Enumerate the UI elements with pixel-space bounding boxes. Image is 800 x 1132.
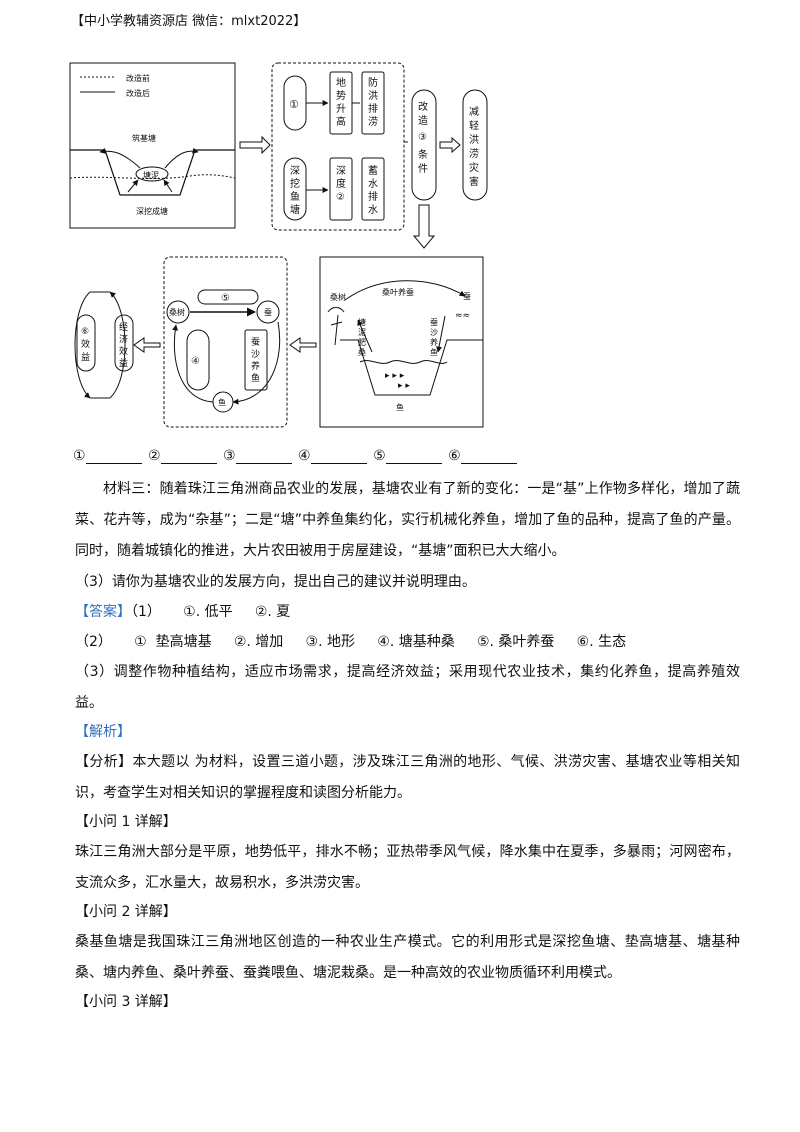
- blank-4[interactable]: [310, 449, 367, 464]
- cycle-sand: 蚕沙养鱼: [251, 337, 260, 384]
- q3-heading: 【小问 3 详解】: [75, 994, 177, 1010]
- blank-3[interactable]: [235, 449, 292, 464]
- blank-label-3: ③: [223, 448, 236, 464]
- circle-4: ④: [191, 356, 200, 367]
- answer-1: （1） ①. 低平 ②. 夏: [131, 604, 291, 620]
- label-silkworm: 蚕: [463, 292, 471, 301]
- legend-before: 改造前: [126, 73, 150, 83]
- cross-section-panel: [69, 62, 236, 229]
- blank-6[interactable]: [460, 449, 517, 464]
- blank-5[interactable]: [385, 449, 442, 464]
- result-box: [462, 89, 488, 201]
- blank-label-5: ⑤: [373, 448, 386, 464]
- q2-text: 桑基鱼塘是我国珠江三角洲地区创造的一种农业生产模式。它的利用形式是深挖鱼塘、垫高…: [75, 934, 740, 981]
- answer-1-line: 【答案】（1） ①. 低平 ②. 夏: [75, 597, 740, 628]
- benefit-econ: 经济效益: [119, 321, 128, 369]
- label-store: 蓄水排水: [368, 165, 378, 216]
- label-sand: 蚕沙养鱼: [430, 318, 438, 357]
- svg-text:▸ ▸: ▸ ▸: [398, 381, 410, 391]
- circle-1: ①: [289, 98, 299, 111]
- blank-label-6: ⑥: [448, 448, 461, 464]
- label-dig: 深挖鱼塘: [290, 165, 300, 216]
- improve-box: [411, 89, 437, 201]
- label-fish: 鱼: [396, 402, 404, 412]
- circle-5: ⑤: [221, 293, 230, 304]
- label-zhujitang: 筑基塘: [132, 133, 156, 143]
- answer-label: 【答案】: [75, 604, 131, 620]
- label-tangni: 塘泥: [143, 170, 159, 180]
- measures-box: [271, 62, 405, 231]
- q1-heading: 【小问 1 详解】: [75, 814, 177, 830]
- svg-text:▸ ▸ ▸: ▸ ▸ ▸: [385, 371, 405, 381]
- label-leaf: 桑叶养蚕: [382, 287, 414, 297]
- blank-2[interactable]: [160, 449, 217, 464]
- question-3: （3）请你为基塘农业的发展方向，提出自己的建议并说明理由。: [75, 574, 476, 590]
- cycle-silkworm: 蚕: [264, 308, 272, 317]
- blank-1[interactable]: [85, 449, 142, 464]
- label-terrain: 地势升高: [336, 76, 346, 128]
- label-sangshu: 桑树: [330, 292, 346, 302]
- profile-after: [70, 149, 235, 196]
- answer-blanks: ① ② ③ ④ ⑤ ⑥: [73, 448, 519, 464]
- legend-after: 改造后: [126, 88, 150, 98]
- blank-label-1: ①: [73, 448, 86, 464]
- cycle-fish: 鱼: [218, 397, 226, 407]
- cycle-mulberry: 桑树: [169, 307, 185, 317]
- svg-text:≈≈: ≈≈: [455, 311, 470, 321]
- label-shenwa: 深挖成塘: [136, 206, 168, 216]
- answer-3: （3）调整作物种植结构，适应市场需求，提高经济效益；采用现代农业技术，集约化养鱼…: [75, 664, 740, 711]
- cycle-box: [163, 256, 288, 428]
- answer-2: （2） ① 垫高塘基 ②. 增加 ③. 地形 ④. 塘基种桑 ⑤. 桑叶养蚕 ⑥…: [75, 634, 627, 650]
- label-flood: 防洪排涝: [368, 76, 378, 128]
- material-3: 材料三：随着珠江三角洲商品农业的发展，基塘农业有了新的变化：一是“基”上作物多样…: [75, 481, 740, 559]
- pond-scene: [319, 256, 484, 428]
- label-result: 减轻洪涝灾害: [469, 106, 479, 188]
- q1-text: 珠江三角洲大部分是平原，地势低平，排水不畅；亚热带季风气候，降水集中在夏季，多暴…: [75, 844, 740, 891]
- analysis-label: 【解析】: [75, 724, 131, 740]
- blank-label-2: ②: [148, 448, 161, 464]
- analysis-text: 【分析】本大题以 为材料，设置三道小题，涉及珠江三角洲的地形、气候、洪涝灾害、基…: [75, 754, 740, 801]
- page-header: 【中小学教辅资源店 微信：mlxt2022】: [71, 14, 307, 29]
- q2-heading: 【小问 2 详解】: [75, 904, 177, 920]
- blank-label-4: ④: [298, 448, 311, 464]
